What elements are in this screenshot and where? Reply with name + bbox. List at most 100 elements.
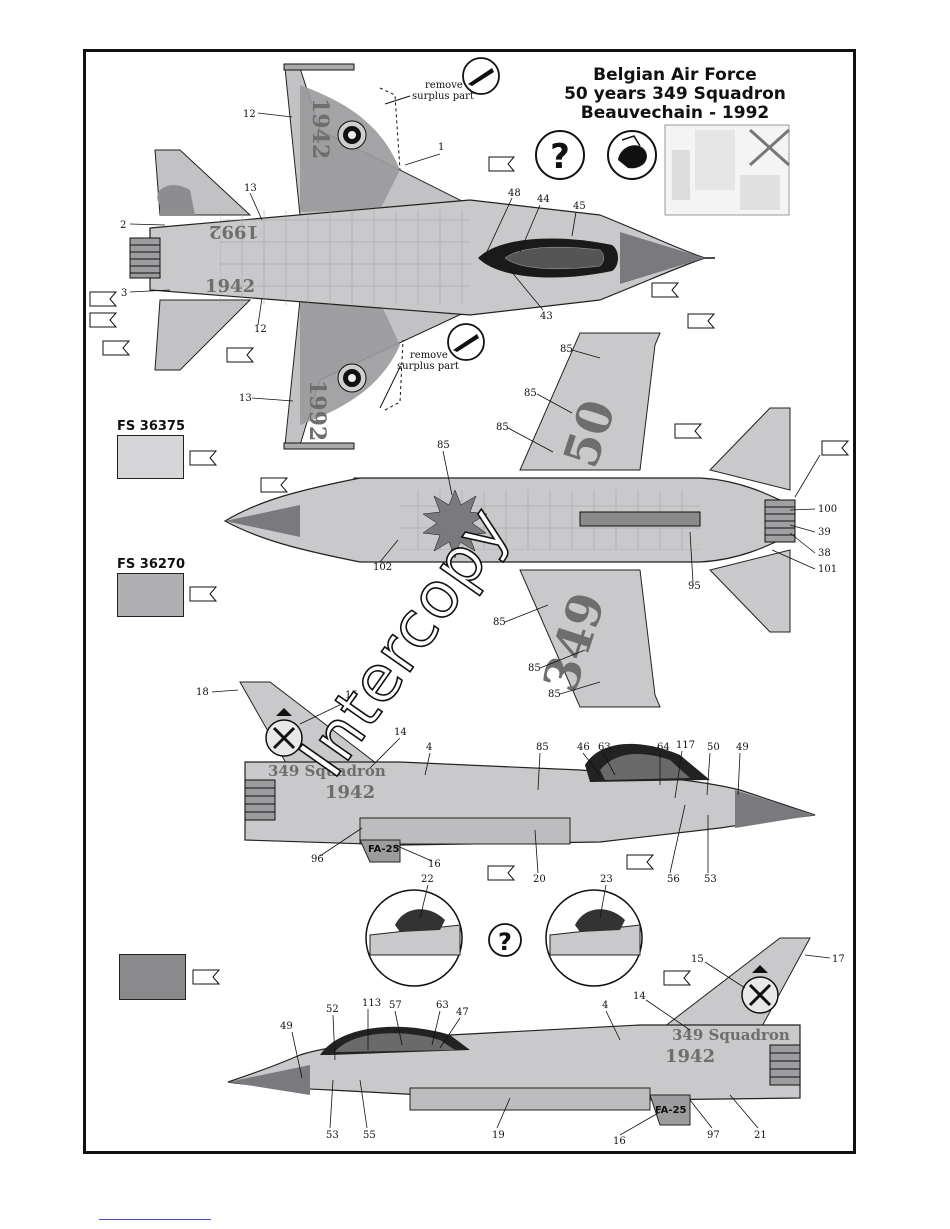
callout-label: 50 [707, 742, 720, 753]
callout-label: 85 [548, 689, 561, 700]
fuselage-year: 1942 [325, 782, 375, 803]
callout-label: 16 [428, 859, 441, 870]
question-icon: ? [535, 130, 585, 180]
roundel-top-left [337, 120, 367, 150]
cut-knife-icon [462, 57, 500, 95]
callout-label: 48 [508, 188, 521, 199]
callout-label: 13 [239, 393, 252, 404]
callout-label: 3 [121, 288, 127, 299]
svg-text:?: ? [550, 137, 570, 177]
remove-note-top-2: surplus part [412, 91, 474, 102]
top-view: 1942 1992 1992 1942 remove surplus part … [120, 57, 715, 450]
callout-label: 2 [120, 220, 126, 231]
cut-knife-icon [447, 323, 485, 361]
cockpit-detail-left [365, 889, 463, 987]
title-line-2: 50 years 349 Squadron [564, 84, 786, 104]
callout-label: 64 [657, 742, 670, 753]
callout-label: 85 [536, 742, 549, 753]
top-view-callouts: 12 1 13 2 3 12 13 48 44 45 43 [120, 109, 586, 404]
callout-label: 85 [524, 388, 537, 399]
callout-label: 52 [326, 1004, 339, 1015]
callout-label: 117 [676, 740, 695, 751]
underside-view: 50 349 85 85 85 85 102 100 39 38 101 95 … [223, 332, 837, 708]
callout-label: 46 [577, 742, 590, 753]
callout-label: 85 [560, 344, 573, 355]
callout-label: 53 [326, 1130, 339, 1141]
callout-label: 1 [438, 142, 444, 153]
title-line-1: Belgian Air Force [593, 65, 757, 85]
callout-label: 49 [736, 742, 749, 753]
stab-year-lower: 1942 [205, 276, 255, 297]
squadron-badge [741, 965, 779, 1014]
wing-year-bottom: 1992 [304, 380, 330, 441]
remove-note-bottom-1: remove [410, 350, 448, 361]
callout-label: 100 [818, 504, 837, 515]
callout-label: 63 [598, 742, 611, 753]
side-view-single-seat: FA-25 349 Squadron 1942 18 15 14 4 85 46… [196, 681, 816, 885]
callout-label: 21 [754, 1130, 767, 1141]
wing-year-top: 1942 [307, 98, 333, 159]
callout-label: 45 [573, 201, 586, 212]
title-line-3: Beauvechain - 1992 [580, 103, 770, 123]
callout-label: 49 [280, 1021, 293, 1032]
serial-marking: FA-25 [655, 1105, 687, 1116]
tail-squadron-text: 349 Squadron [672, 1026, 790, 1044]
side1-callouts: 18 15 14 4 85 46 63 64 117 50 49 96 16 2… [196, 687, 749, 885]
color-swatch-fs36270 [117, 573, 184, 617]
swatch-label-fs36270: FS 36270 [117, 557, 185, 572]
callout-label: 85 [437, 440, 450, 451]
decal-sheet-thumbnail [664, 124, 791, 216]
color-swatch-dark [119, 954, 186, 1000]
callout-label: 14 [633, 991, 646, 1002]
underside-callouts: 85 85 85 85 102 100 39 38 101 95 85 85 8… [373, 344, 837, 700]
callout-label: 85 [528, 663, 541, 674]
stab-year-upper: 1992 [209, 221, 259, 242]
callout-label: 102 [373, 562, 392, 573]
callout-label: 23 [600, 874, 613, 885]
callout-label: 17 [832, 954, 845, 965]
callout-label: 97 [707, 1130, 720, 1141]
callout-label: 15 [345, 690, 358, 701]
callout-label: 96 [311, 854, 324, 865]
color-swatch-fs36375 [117, 435, 184, 479]
callout-label: 39 [818, 527, 831, 538]
roundel-top-right [337, 363, 367, 393]
callout-label: 14 [394, 727, 407, 738]
cockpit-detail-right [545, 889, 643, 987]
svg-text:?: ? [498, 928, 512, 956]
callout-label: 95 [688, 581, 701, 592]
remove-note-top-1: remove [425, 80, 463, 91]
callout-label: 19 [492, 1130, 505, 1141]
callout-label: 4 [602, 1000, 608, 1011]
callout-label: 12 [243, 109, 256, 120]
footer-link-underline [99, 1219, 211, 1220]
side-view-two-seat: FA-25 349 Squadron 1942 22 23 15 17 14 5… [227, 874, 845, 1147]
serial-marking: FA-25 [368, 844, 400, 855]
callout-label: 22 [421, 874, 434, 885]
squadron-badge [265, 708, 303, 757]
callout-label: 15 [691, 954, 704, 965]
callout-label: 12 [254, 324, 267, 335]
tail-squadron-text: 349 Squadron [268, 762, 386, 780]
callout-label: 85 [496, 422, 509, 433]
callout-label: 63 [436, 1000, 449, 1011]
callout-label: 55 [363, 1130, 376, 1141]
callout-label: 18 [196, 687, 209, 698]
callout-label: 43 [540, 311, 553, 322]
callout-label: 56 [667, 874, 680, 885]
callout-label: 38 [818, 548, 831, 559]
callout-label: 13 [244, 183, 257, 194]
swatch-label-fs36375: FS 36375 [117, 419, 185, 434]
stencil-emblem-icon [607, 130, 657, 180]
callout-label: 57 [389, 1000, 402, 1011]
callout-label: 113 [362, 998, 381, 1009]
sunburst-marking [422, 489, 488, 559]
callout-label: 20 [533, 874, 546, 885]
callout-label: 44 [537, 194, 550, 205]
callout-label: 47 [456, 1007, 469, 1018]
callout-label: 85 [493, 617, 506, 628]
side2-callouts: 22 23 15 17 14 52 113 57 63 47 49 4 53 5… [280, 874, 845, 1147]
callout-label: 101 [818, 564, 837, 575]
callout-label: 53 [704, 874, 717, 885]
